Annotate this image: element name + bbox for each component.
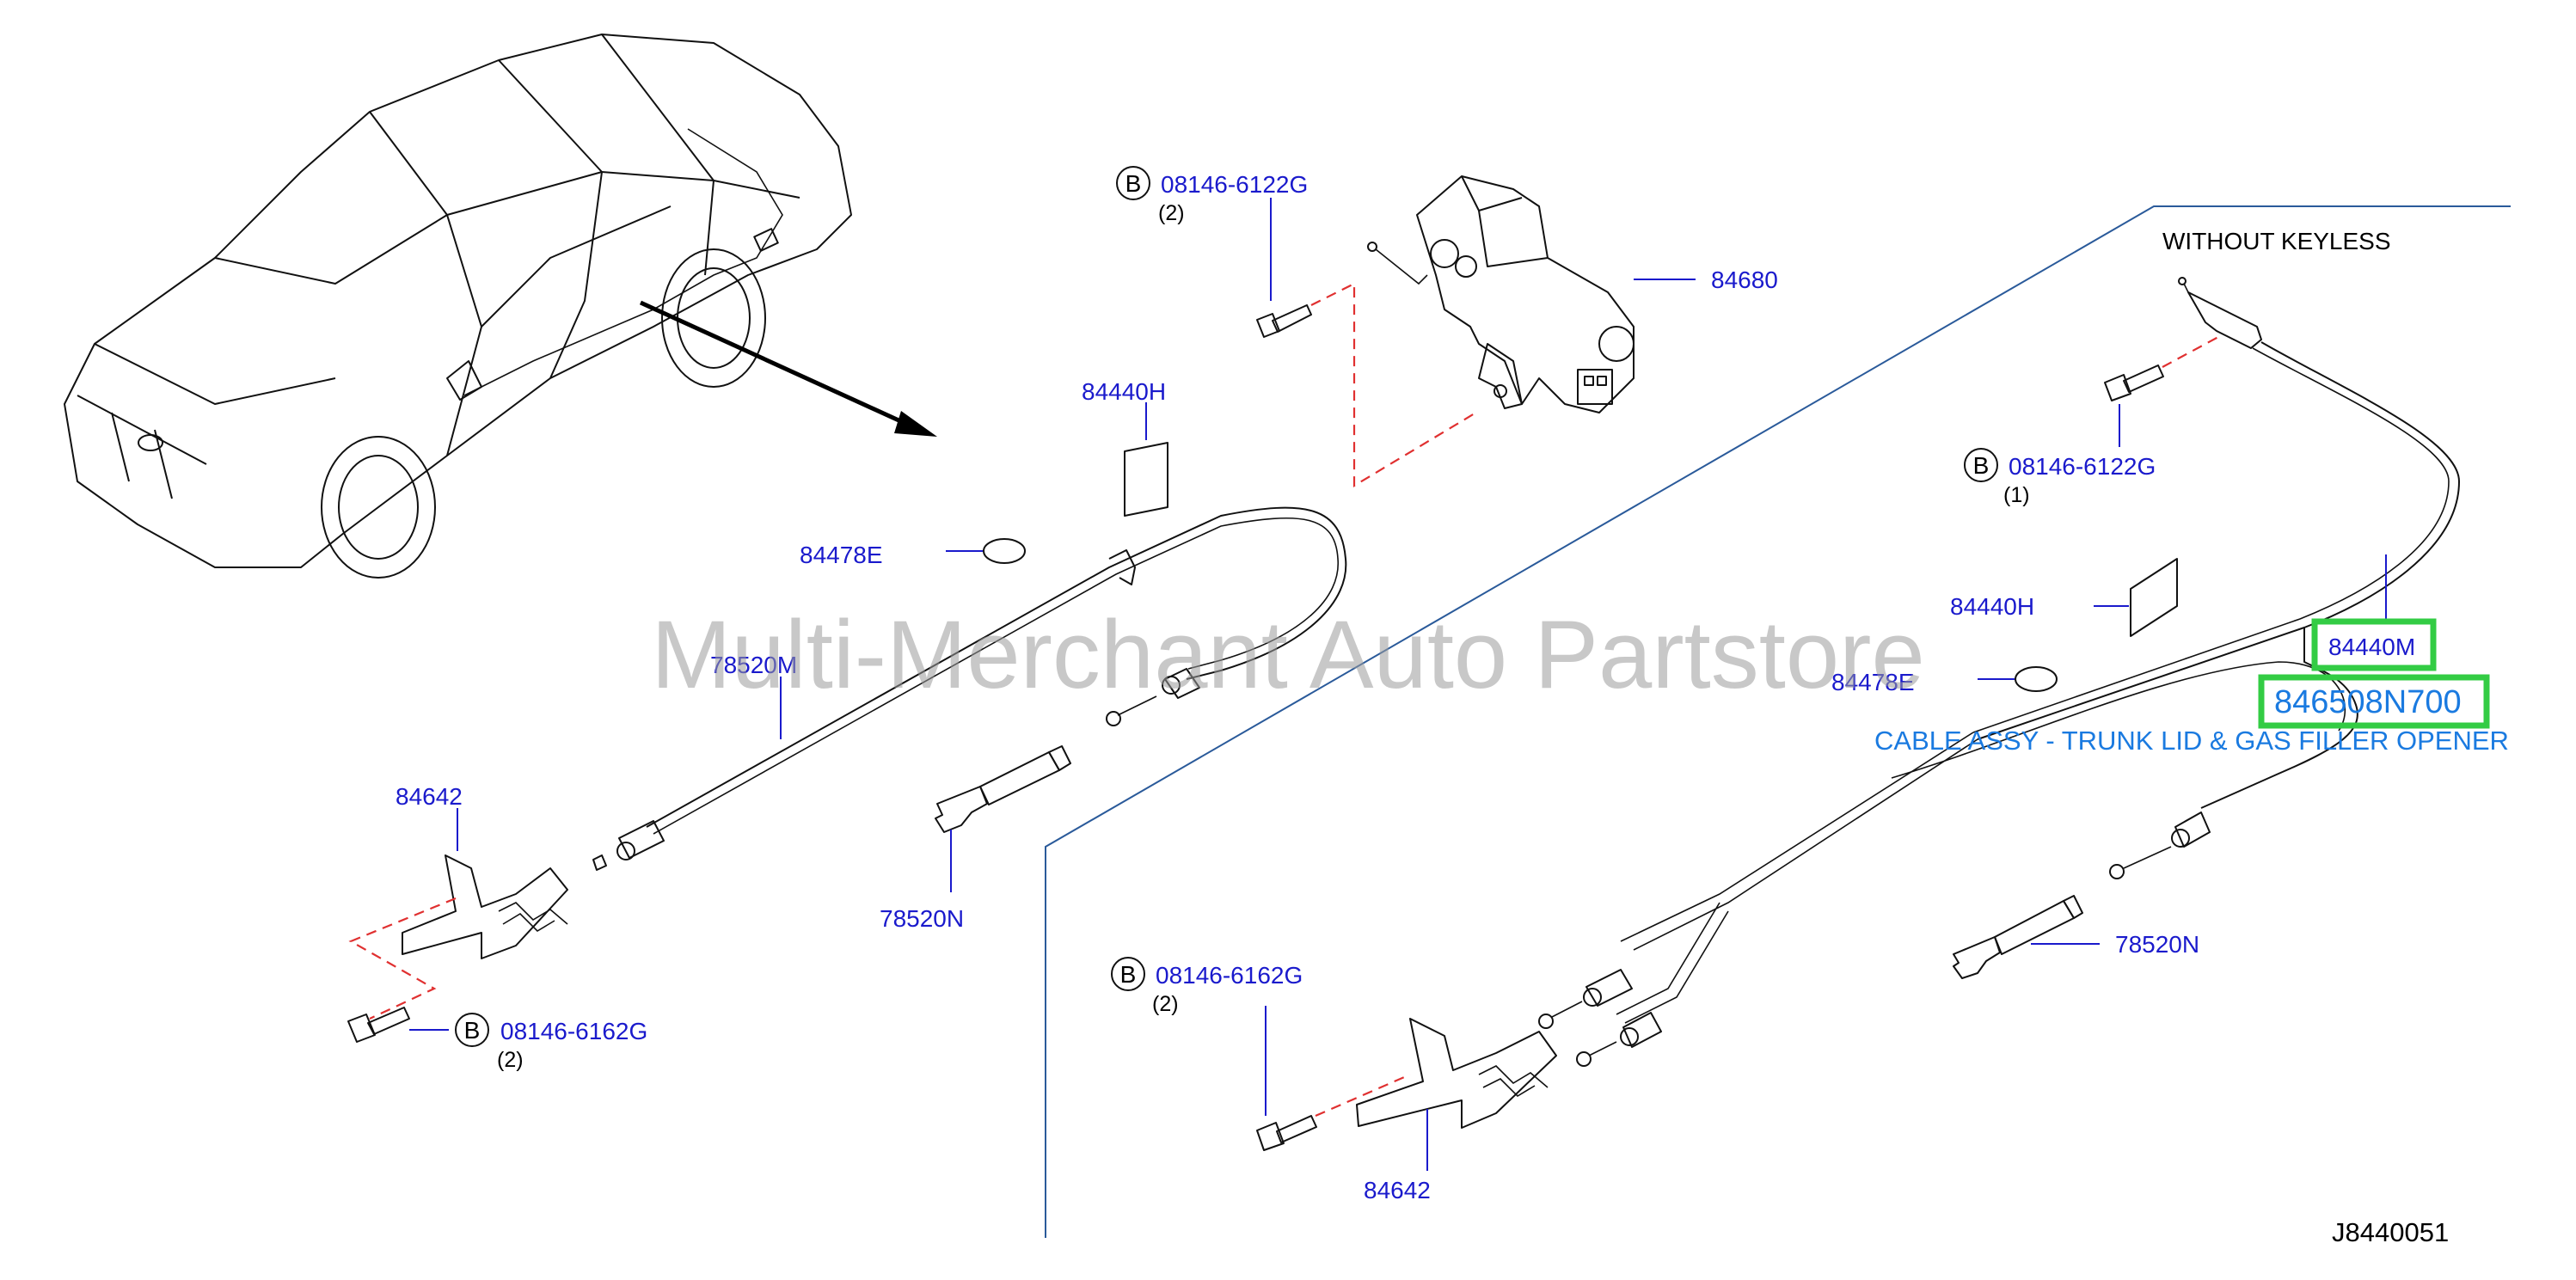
qty-bolt-left: (2): [497, 1048, 524, 1072]
bolt-marker-left: B: [455, 1013, 489, 1047]
highlight-cable-right-top[interactable]: 84440M: [2311, 618, 2437, 671]
lock-assembly: [1367, 175, 1696, 413]
label-bolt-top[interactable]: 08146-6122G: [1161, 171, 1308, 198]
label-handle-left[interactable]: 78520N: [880, 905, 964, 932]
label-bolt-bottom[interactable]: 08146-6162G: [1156, 962, 1303, 989]
bolt-marker-right-top: B: [1964, 448, 1998, 482]
label-bolt-left[interactable]: 08146-6162G: [500, 1018, 647, 1044]
bolt-right-top: [2104, 336, 2219, 447]
watermark-text: Multi-Merchant Auto Partstore: [651, 601, 1924, 708]
direction-arrow: [639, 300, 937, 437]
qty-bolt-bottom: (2): [1152, 992, 1179, 1016]
label-cable-left[interactable]: 78520M: [710, 652, 797, 678]
svg-text:B: B: [1973, 452, 1990, 479]
label-cable-right-top[interactable]: 84440M: [2328, 634, 2415, 660]
plug-left: [946, 538, 1026, 564]
svg-text:B: B: [1120, 961, 1137, 988]
highlight-cable-assy[interactable]: 846508N700: [2258, 674, 2490, 729]
bolt-marker-top: B: [1116, 166, 1150, 200]
bolt-left: [347, 1007, 449, 1043]
qty-bolt-top: (2): [1158, 201, 1185, 225]
label-lever-left[interactable]: 84642: [396, 783, 463, 810]
cable-left: [592, 506, 1347, 871]
cable-right: [1538, 277, 2460, 1067]
bolt-top: [1256, 198, 1480, 487]
variant-frame: [1045, 205, 2511, 1238]
lever-left: [348, 808, 568, 1020]
label-plug-left[interactable]: 84478E: [800, 542, 883, 568]
qty-bolt-right-top: (1): [2003, 483, 2030, 507]
label-label-left[interactable]: 84440H: [1082, 378, 1166, 405]
bolt-bottom: [1256, 1006, 1411, 1151]
handle-right: [1953, 895, 2100, 979]
label-lock[interactable]: 84680: [1711, 266, 1778, 293]
diagram-code: J8440051: [2332, 1217, 2449, 1247]
variant-label: WITHOUT KEYLESS: [2162, 228, 2391, 254]
bolt-marker-bottom: B: [1111, 957, 1145, 991]
label-cable-assy-number[interactable]: 846508N700: [2274, 684, 2462, 720]
label-label-right[interactable]: 84440H: [1950, 593, 2034, 620]
label-plate-right: [2094, 558, 2178, 637]
label-bolt-right-top[interactable]: 08146-6122G: [2009, 453, 2156, 480]
lever-bottom: [1356, 1018, 1557, 1171]
label-handle-right[interactable]: 78520N: [2115, 931, 2199, 958]
car-illustration: [64, 34, 852, 579]
plug-right: [1978, 666, 2058, 692]
label-lever-bottom[interactable]: 84642: [1364, 1177, 1431, 1203]
label-cable-assy-desc: CABLE ASSY - TRUNK LID & GAS FILLER OPEN…: [1874, 726, 2509, 756]
label-plug-right[interactable]: 84478E: [1831, 669, 1915, 695]
svg-text:B: B: [464, 1017, 481, 1044]
svg-text:B: B: [1125, 170, 1142, 197]
label-plate-left: [1124, 402, 1168, 517]
handle-left: [935, 745, 1071, 892]
